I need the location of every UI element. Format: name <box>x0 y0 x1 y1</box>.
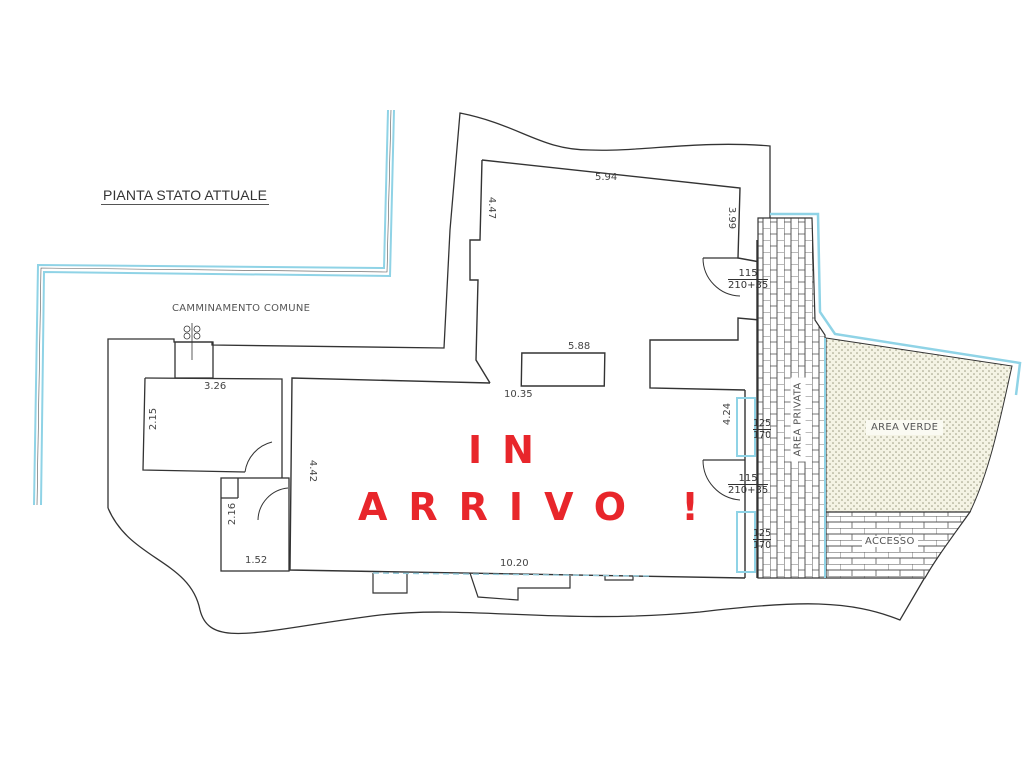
dim-upper-left: 4.47 <box>486 196 498 220</box>
dim-left-room-side: 2.15 <box>148 407 160 431</box>
chimney-symbol <box>183 323 201 360</box>
dim-main-top: 10.35 <box>504 389 533 400</box>
dim-bath-bottom: 1.52 <box>245 555 268 566</box>
dim-bath-side: 2.16 <box>227 502 239 526</box>
access-area-label: ACCESSO <box>862 536 918 547</box>
dim-upper-top: 5.94 <box>595 172 618 183</box>
left-rooms <box>142 341 290 572</box>
overlay-line-2: ARRIVO ! <box>358 485 720 529</box>
dim-main-bottom: 10.20 <box>500 558 529 569</box>
dim-upper-right: 3.99 <box>726 206 738 230</box>
boundary-line-left <box>33 109 395 506</box>
private-area-label: AREA PRIVATA <box>790 377 806 462</box>
dim-island: 5.88 <box>568 341 591 352</box>
upper-room <box>469 159 761 391</box>
green-area-label: AREA VERDE <box>866 420 944 435</box>
dim-main-right: 4.24 <box>722 402 734 426</box>
plan-title: PIANTA STATO ATTUALE <box>101 187 270 205</box>
dim-left-room-top: 3.26 <box>204 381 227 392</box>
shared-passage-label: CAMMINAMENTO COMUNE <box>172 303 311 314</box>
overlay-line-1: IN <box>468 428 554 472</box>
dim-main-left: 4.42 <box>307 459 319 483</box>
island <box>520 352 606 387</box>
lot-boundary <box>107 112 771 508</box>
